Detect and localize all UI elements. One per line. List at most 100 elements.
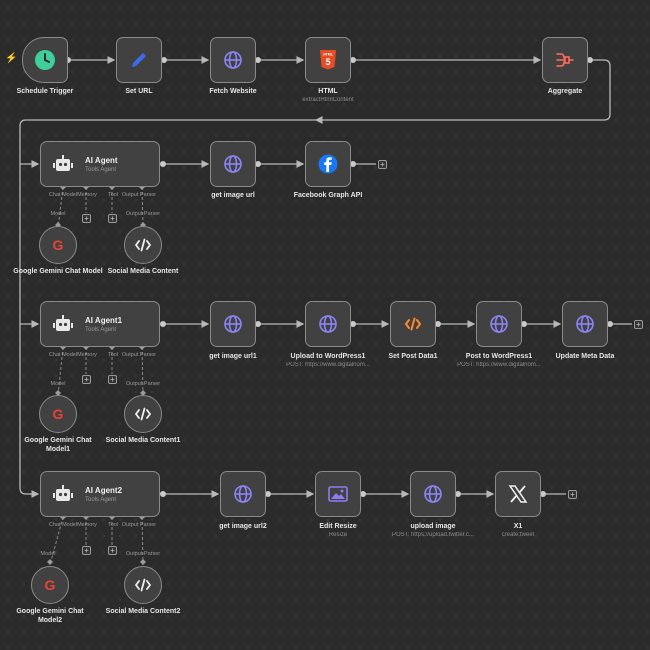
x-logo-icon xyxy=(508,485,528,503)
node-subtitle-post-to-wordpress1: POST: https://www.digitalnom... xyxy=(457,362,541,368)
node-label-update-meta-data: Update Meta Data xyxy=(555,353,615,360)
facebook-icon xyxy=(318,154,338,174)
lightning-bolt-icon: ⚡ xyxy=(5,53,18,64)
add-node-after-x1-button[interactable]: + xyxy=(568,490,577,499)
pencil-icon xyxy=(132,53,146,67)
node-google-gemini-chat-model1[interactable]: G xyxy=(39,395,77,433)
node-label-ai-agent1: AI Agent1 xyxy=(85,315,123,325)
node-get-image-url1[interactable] xyxy=(210,301,256,347)
node-upload-to-wordpress1[interactable] xyxy=(305,301,351,347)
node-update-meta-data[interactable] xyxy=(562,301,608,347)
node-label-schedule-trigger: Schedule Trigger xyxy=(16,88,74,95)
add-node-after-update-meta-button[interactable]: + xyxy=(634,320,643,329)
port-label-output-parser-sub: Output Parser xyxy=(125,551,161,557)
add-memory-button[interactable]: + xyxy=(82,546,91,555)
svg-text:G: G xyxy=(53,406,64,422)
code-icon xyxy=(135,238,151,252)
connection-aggregate-return xyxy=(314,59,611,124)
port-label-model: Model xyxy=(40,551,56,557)
port-label-chat-model: Chat Model xyxy=(48,192,78,198)
node-label-social-media-content: Social Media Content xyxy=(107,268,179,275)
node-subtitle-ai-agent1: Tools Agent xyxy=(85,326,117,333)
node-label-google-gemini-chat-model: Google Gemini Chat Model xyxy=(13,268,103,275)
port-label-output-parser: Output Parser xyxy=(121,192,157,198)
node-aggregate[interactable] xyxy=(542,37,588,83)
node-subtitle-ai-agent: Tools Agent xyxy=(85,166,117,173)
add-memory-button[interactable]: + xyxy=(82,214,91,223)
port-label-output-parser: Output Parser xyxy=(121,352,157,358)
node-label-html: HTML xyxy=(318,88,338,95)
robot-icon xyxy=(53,155,73,171)
connection-aggregate-agents-bus xyxy=(19,119,316,495)
node-fetch-website[interactable] xyxy=(210,37,256,83)
port-label-memory: Memory xyxy=(77,192,97,198)
port-label-model: Model xyxy=(50,381,66,387)
node-get-image-url2[interactable] xyxy=(220,471,266,517)
node-label-get-image-url: get image url xyxy=(211,192,255,199)
google-icon: G xyxy=(45,577,56,593)
globe-icon xyxy=(319,315,337,333)
node-social-media-content1[interactable] xyxy=(124,395,162,433)
google-icon: G xyxy=(53,406,64,422)
node-label-google-gemini-chat-model2: Google Gemini Chat Model2 xyxy=(16,608,84,625)
node-label-social-media-content1: Social Media Content1 xyxy=(105,437,181,444)
aggregate-icon xyxy=(556,53,574,67)
node-subtitle-upload-to-wordpress1: POST: https://www.digitalnom... xyxy=(286,362,370,368)
globe-icon xyxy=(224,315,242,333)
svg-text:G: G xyxy=(53,237,64,253)
node-facebook-graph-api[interactable] xyxy=(305,141,351,187)
node-google-gemini-chat-model[interactable]: G xyxy=(39,226,77,264)
globe-icon xyxy=(224,155,242,173)
node-label-ai-agent2: AI Agent2 xyxy=(85,485,123,495)
node-label-aggregate: Aggregate xyxy=(547,88,583,95)
node-label-post-to-wordpress1: Post to WordPress1 xyxy=(465,353,533,360)
node-html[interactable]: HTML 5 xyxy=(305,37,351,83)
globe-icon xyxy=(224,51,242,69)
node-label-upload-to-wordpress1: Upload to WordPress1 xyxy=(290,353,366,360)
port-label-tool: Tool xyxy=(107,522,119,528)
add-tool-button[interactable]: + xyxy=(108,375,117,384)
node-get-image-url[interactable] xyxy=(210,141,256,187)
node-label-facebook-graph-api: Facebook Graph API xyxy=(293,192,363,199)
node-social-media-content[interactable] xyxy=(124,226,162,264)
add-node-after-facebook-button[interactable]: + xyxy=(378,160,387,169)
svg-text:G: G xyxy=(45,577,56,593)
robot-icon xyxy=(53,485,73,501)
globe-icon xyxy=(576,315,594,333)
port-label-chat-model: Chat Model xyxy=(48,522,78,528)
node-label-ai-agent: AI Agent xyxy=(85,155,118,165)
add-tool-button[interactable]: + xyxy=(108,214,117,223)
node-edit-resize[interactable] xyxy=(315,471,361,517)
node-subtitle-upload-image: POST: https://upload.twitter.c... xyxy=(391,532,475,538)
add-memory-button[interactable]: + xyxy=(82,375,91,384)
port-label-tool: Tool xyxy=(107,192,119,198)
globe-icon xyxy=(234,485,252,503)
google-icon: G xyxy=(53,237,64,253)
node-google-gemini-chat-model2[interactable]: G xyxy=(31,566,69,604)
node-set-url[interactable] xyxy=(116,37,162,83)
node-upload-image[interactable] xyxy=(410,471,456,517)
port-label-chat-model: Chat Model xyxy=(48,352,78,358)
node-post-to-wordpress1[interactable] xyxy=(476,301,522,347)
node-x1[interactable] xyxy=(495,471,541,517)
code-icon xyxy=(404,317,422,331)
node-subtitle-x1: create:tweet xyxy=(501,532,535,538)
node-label-google-gemini-chat-model1: Google Gemini Chat Model1 xyxy=(24,437,92,454)
svg-text:5: 5 xyxy=(325,57,330,67)
clock-icon xyxy=(35,50,55,70)
code-icon xyxy=(135,578,151,592)
add-tool-button[interactable]: + xyxy=(108,546,117,555)
port-label-output-parser-sub: Output Parser xyxy=(125,211,161,217)
svg-text:HTML: HTML xyxy=(323,53,334,57)
node-subtitle-edit-resize: Resize xyxy=(328,532,348,538)
port-label-model: Model xyxy=(50,211,66,217)
node-ai-agent[interactable]: AI Agent Tools Agent xyxy=(40,141,160,187)
node-ai-agent2[interactable]: AI Agent2 Tools Agent xyxy=(40,471,160,517)
node-social-media-content2[interactable] xyxy=(124,566,162,604)
node-ai-agent1[interactable]: AI Agent1 Tools Agent xyxy=(40,301,160,347)
code-icon xyxy=(135,407,151,421)
node-subtitle-html: extractHtmlContent xyxy=(302,97,354,103)
node-set-post-data1[interactable] xyxy=(390,301,436,347)
node-label-x1: X1 xyxy=(513,523,523,530)
node-schedule-trigger[interactable] xyxy=(22,37,68,83)
